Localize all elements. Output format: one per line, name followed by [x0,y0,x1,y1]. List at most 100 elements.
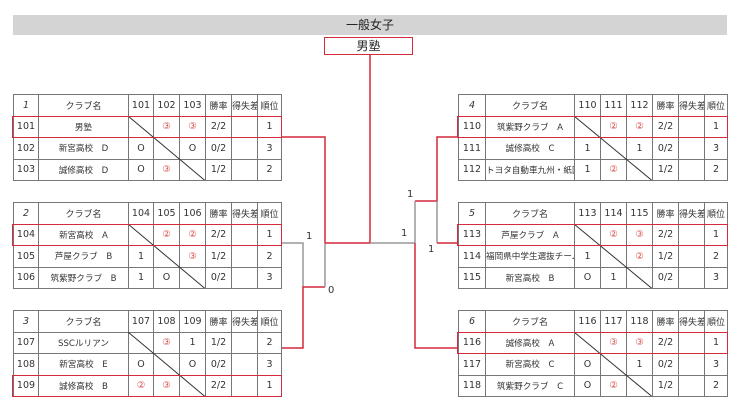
bracket-score: 1 [428,244,435,255]
team-name: トヨタ自動車九州・紙園 [485,158,575,181]
win-rate-header: 勝率 [652,202,679,225]
opponent-column-header: 107 [128,310,154,333]
match-result: O [574,374,601,397]
bracket-score: 1 [306,231,313,242]
group-number: 3 [13,310,39,333]
bracket-line-g6 [414,243,458,349]
score-diff-header: 得失差 [678,310,705,333]
match-result: ③ [153,331,180,354]
team-name: 新宮高校 A [38,223,129,246]
club-name-header: クラブ名 [38,310,129,333]
team-name: 筑紫野クラブ B [38,266,129,289]
score-diff-header: 得失差 [678,94,705,117]
score-diff [231,353,258,376]
bracket-line-final-left [325,54,371,244]
score-diff [678,331,705,354]
rank-header: 順位 [704,94,728,117]
club-name-header: クラブ名 [485,94,575,117]
match-result: ② [600,223,627,246]
team-id: 105 [13,245,39,268]
bracket-score: 1 [401,228,408,239]
team-name: SSCルリアン [38,331,129,354]
match-result: ② [600,158,627,181]
team-name: 新宮高校 E [38,353,129,376]
match-result [626,374,653,397]
score-diff-header: 得失差 [678,202,705,225]
score-diff [678,223,705,246]
group-number: 6 [458,310,486,333]
team-name: 筑紫野クラブ A [485,115,575,138]
rank: 1 [704,331,728,354]
match-result: O [153,266,180,289]
team-name: 誠修高校 A [485,331,575,354]
team-id: 101 [13,115,39,138]
win-rate: 0/2 [652,353,679,376]
rank: 3 [704,353,728,376]
opponent-column-header: 112 [626,94,653,117]
match-result: 1 [600,266,627,289]
win-rate: 1/2 [652,245,679,268]
team-name: 新宮高校 C [485,353,575,376]
match-result: ③ [153,115,180,138]
rank: 3 [704,137,728,160]
match-result: ② [600,374,627,397]
match-result [179,266,206,289]
match-result [574,115,601,138]
match-result [574,223,601,246]
opponent-column-header: 118 [626,310,653,333]
match-result: O [128,158,154,181]
opponent-column-header: 101 [128,94,154,117]
match-result [128,223,154,246]
club-name-header: クラブ名 [485,310,575,333]
team-id: 104 [13,223,39,246]
team-name: 誠修高校 B [38,374,129,397]
match-result: ③ [179,115,206,138]
score-diff [231,223,258,246]
opponent-column-header: 108 [153,310,180,333]
win-rate: 0/2 [652,266,679,289]
rank: 3 [257,137,282,160]
bracket-line-g4 [415,136,458,202]
match-result: ③ [626,331,653,354]
match-result: 1 [574,158,601,181]
team-name: 新宮高校 B [485,266,575,289]
win-rate: 1/2 [652,374,679,397]
rank-header: 順位 [704,202,728,225]
rank: 3 [257,266,282,289]
score-diff-header: 得失差 [231,202,258,225]
bracket-score: 1 [407,189,414,200]
opponent-column-header: 102 [153,94,180,117]
match-result [600,353,627,376]
rank: 2 [704,245,728,268]
team-name: 誠修高校 C [485,137,575,160]
match-result [153,353,180,376]
club-name-header: クラブ名 [38,202,129,225]
category-title: 一般女子 [13,15,727,35]
win-rate: 0/2 [205,353,232,376]
match-result [128,331,154,354]
match-result [128,115,154,138]
team-id: 102 [13,137,39,160]
win-rate: 2/2 [652,115,679,138]
